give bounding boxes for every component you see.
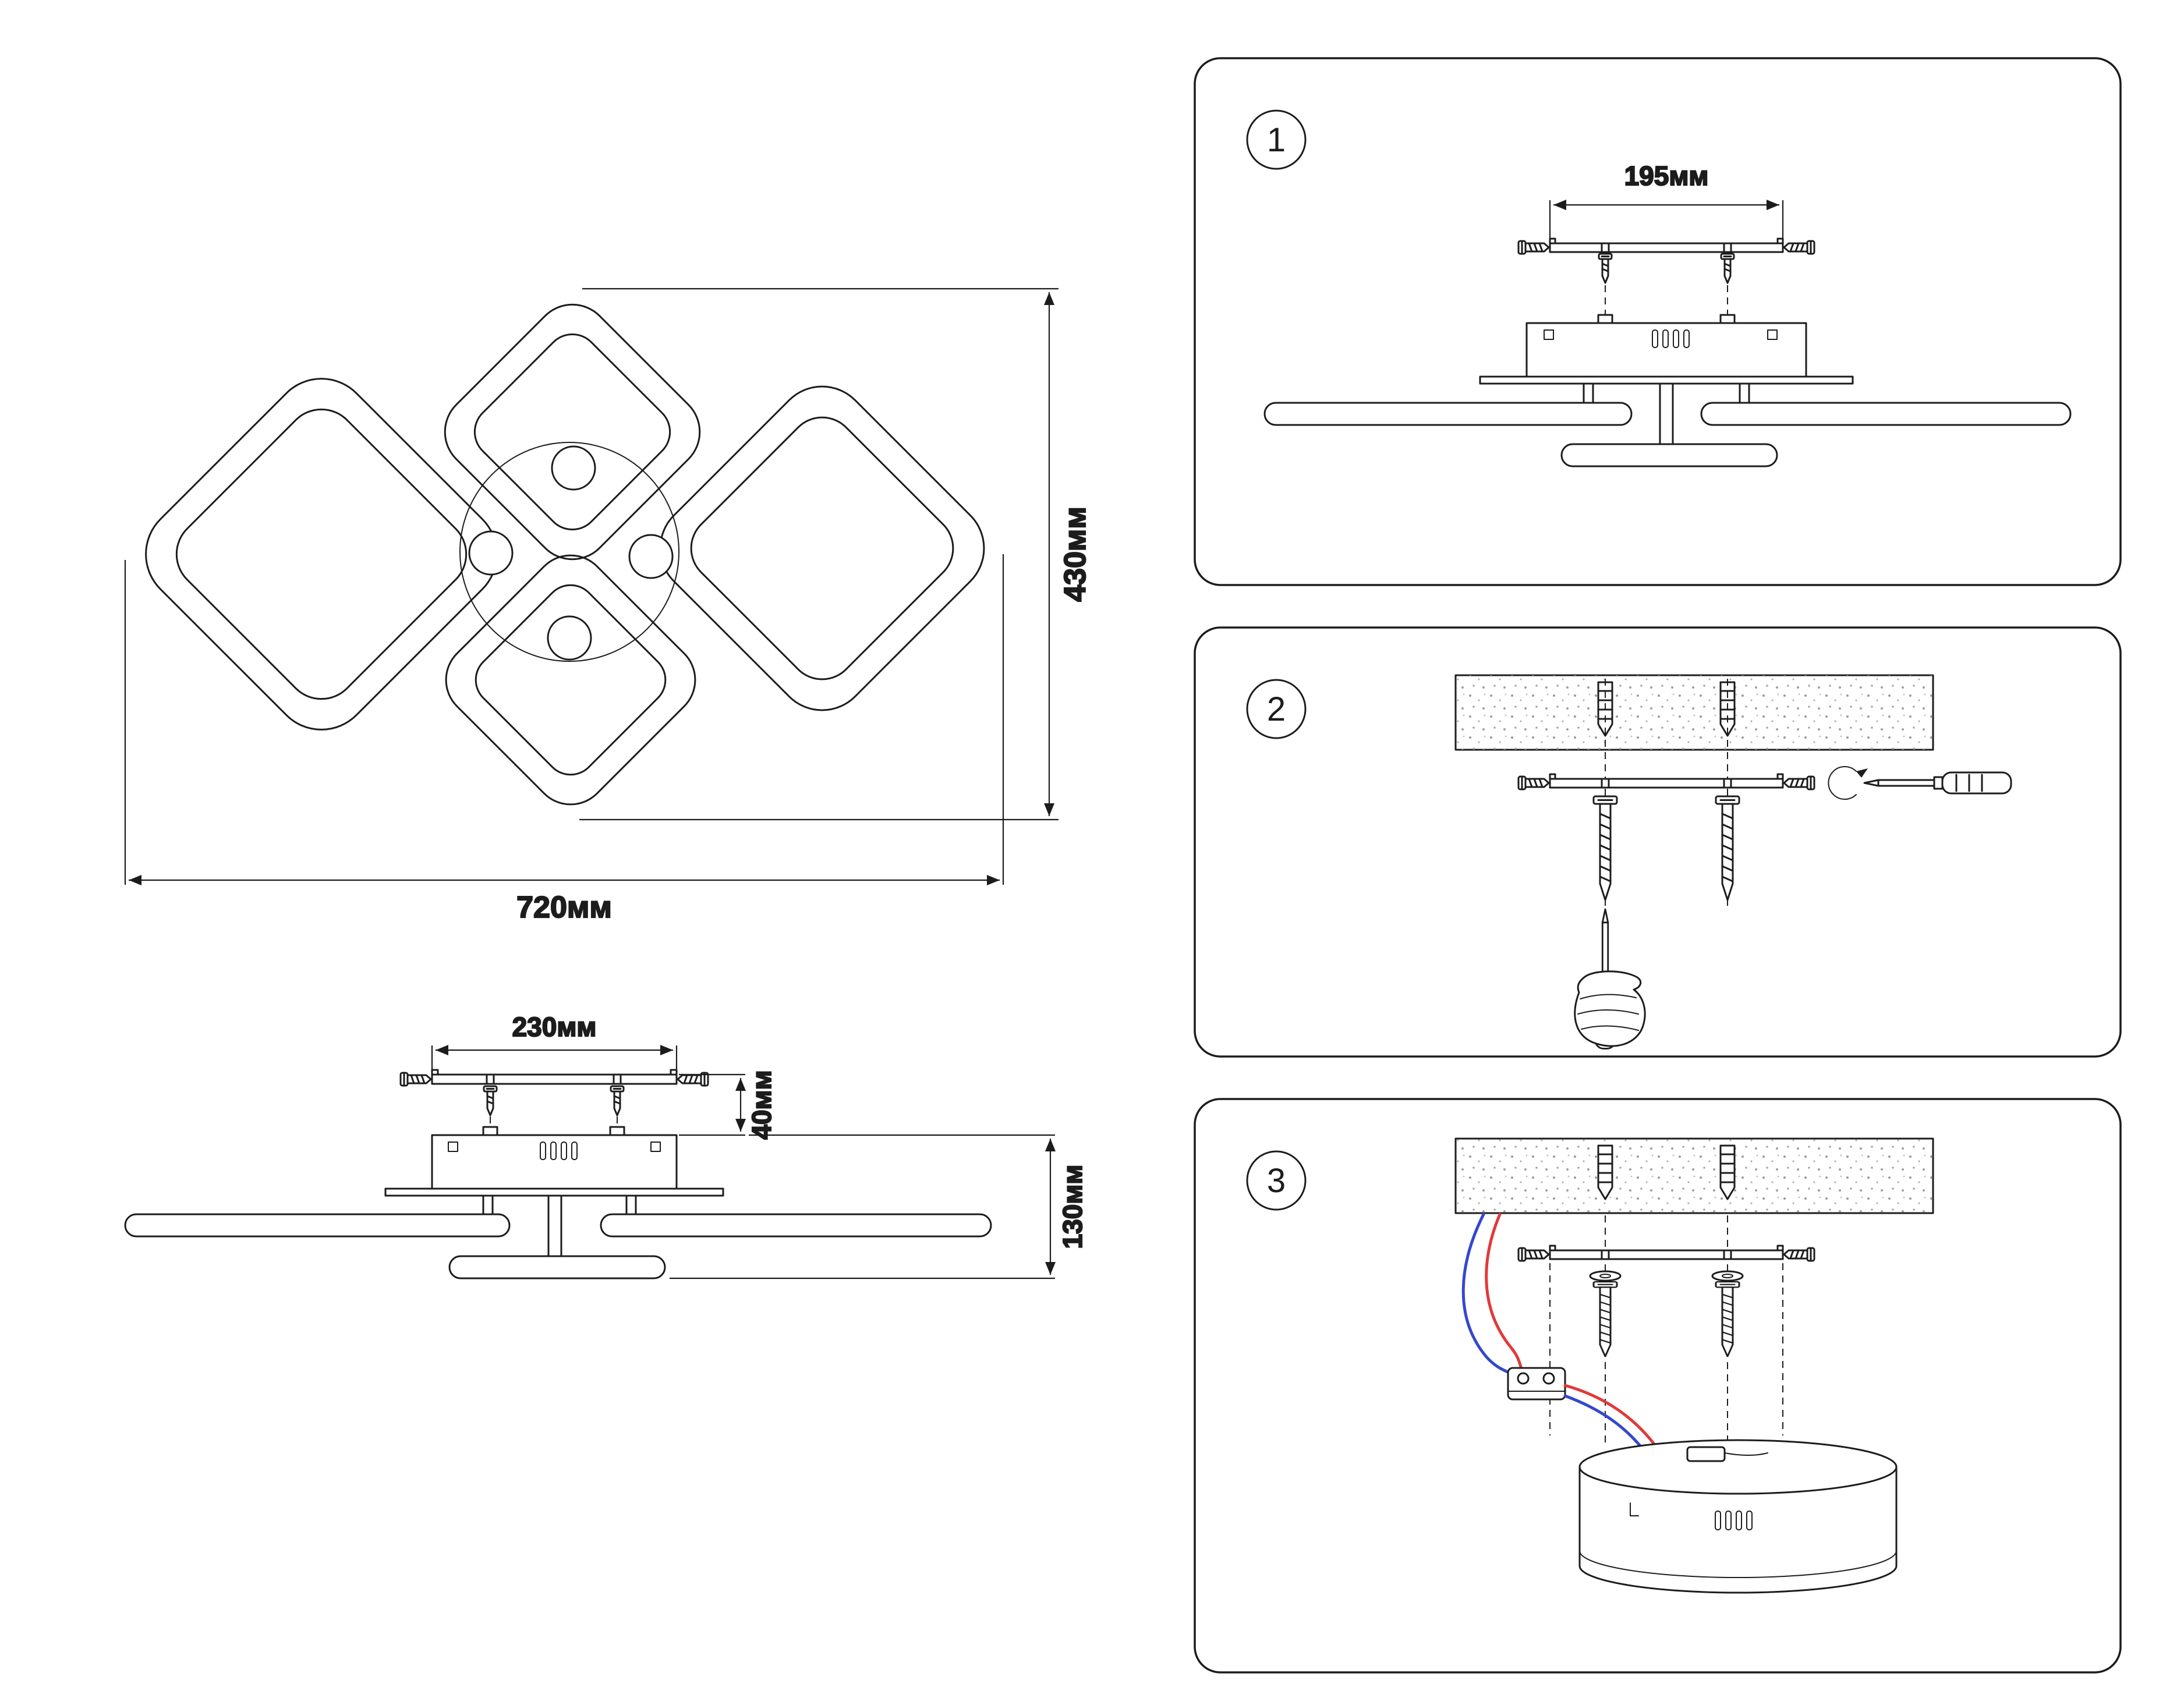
- dimension-total-height-label: 130мм: [1057, 1165, 1088, 1249]
- diamond-frame-right: [659, 385, 985, 711]
- center-ring: [459, 442, 679, 662]
- mounting-bracket-step1: [1549, 237, 1784, 253]
- mounting-bracket-step3: [1549, 1245, 1784, 1260]
- dimension-width-label: 720мм: [516, 891, 612, 924]
- diamond-frame-top: [444, 303, 701, 561]
- step-1-number: 1: [1267, 121, 1286, 159]
- bracket-fixing-screw: [483, 1085, 498, 1116]
- dimension-height: 430мм: [579, 288, 1093, 821]
- rotation-arrow-icon: [1828, 766, 1868, 800]
- dimension-bracket-width-label: 230мм: [512, 1012, 597, 1042]
- bracket-fixing-screw: [610, 1085, 625, 1116]
- panel-step-1: 1 195мм: [1194, 57, 2122, 586]
- canopy-base: [1578, 1439, 1898, 1594]
- fixture-body-side: [124, 1126, 992, 1279]
- side-view: 230мм 40мм 130мм: [124, 1011, 1088, 1279]
- wire-red: [1563, 1384, 1665, 1458]
- wall-anchor: [1719, 1144, 1736, 1200]
- diamond-frame-left: [145, 378, 498, 731]
- washer: [1711, 1270, 1744, 1282]
- panel-step-3: 3: [1194, 1098, 2122, 1674]
- hub-circles: [468, 445, 674, 661]
- terminal-block: [1507, 1367, 1566, 1401]
- bracket-side-screw-right: [1783, 775, 1815, 790]
- dimension-bracket-offset-label: 40мм: [746, 1070, 777, 1139]
- step-3-badge: 3: [1246, 1150, 1307, 1211]
- panel-border: [1194, 1098, 2122, 1674]
- dimension-total-height: 130мм: [670, 1134, 1088, 1279]
- bracket-side-screw-left: [1517, 240, 1550, 255]
- wire-red: [1485, 1213, 1523, 1369]
- panel-step-2: 2: [1194, 626, 2122, 1058]
- dimension-height-label: 430мм: [1059, 506, 1092, 602]
- dimension-step1-label: 195мм: [1624, 161, 1709, 191]
- step-2-number: 2: [1267, 690, 1286, 728]
- mounting-bracket-step2: [1549, 773, 1784, 789]
- dimension-step1-bracket: 195мм: [1549, 160, 1784, 241]
- fixture-body-step1: [1263, 314, 2072, 467]
- mounting-bracket-side: [431, 1069, 678, 1085]
- bracket-side-screw-left: [1517, 1247, 1550, 1262]
- step-1-badge: 1: [1246, 109, 1307, 170]
- dimension-bracket-width: 230мм: [431, 1011, 678, 1072]
- diamond-frame-bottom: [445, 554, 696, 806]
- step-3-number: 3: [1267, 1162, 1286, 1200]
- ceiling-board: [1454, 674, 1934, 751]
- bracket-side-screw-right: [1783, 1247, 1815, 1262]
- bracket-side-screw-left: [399, 1072, 432, 1087]
- bracket-side-screw-left: [1517, 775, 1550, 790]
- top-view: 430мм 720мм: [124, 288, 1093, 925]
- step-2-badge: 2: [1246, 679, 1307, 739]
- panel-border: [1194, 57, 2122, 586]
- dimension-bracket-offset: 40мм: [679, 1069, 777, 1140]
- dimension-width: 720мм: [124, 554, 1004, 925]
- washer: [1589, 1270, 1622, 1282]
- bracket-side-screw-right: [1783, 240, 1815, 255]
- hand: [1574, 970, 1646, 1047]
- ceiling-board: [1454, 1137, 1934, 1214]
- wire-blue: [1461, 1213, 1511, 1374]
- wall-anchor: [1597, 1144, 1613, 1200]
